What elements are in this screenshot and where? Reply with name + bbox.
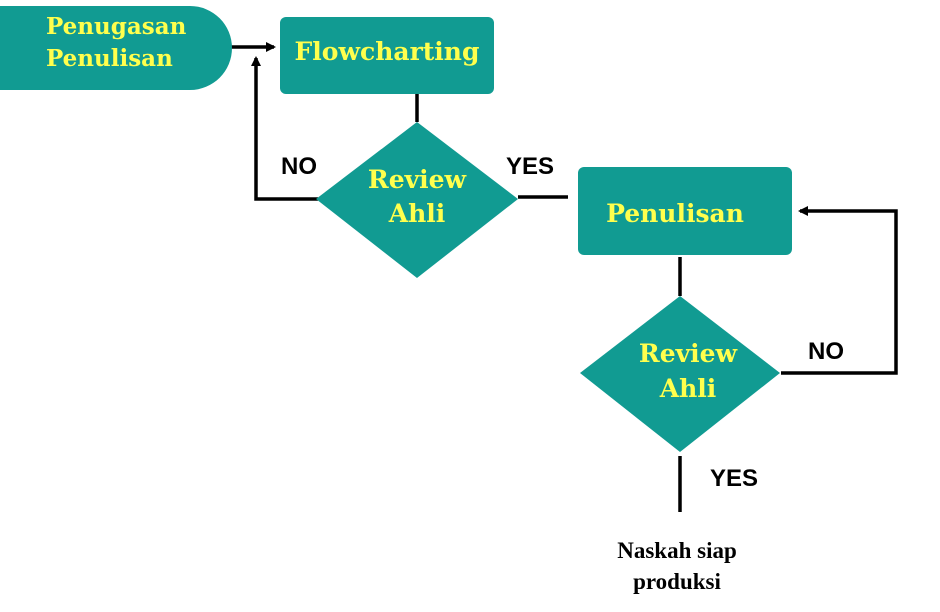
node-penulisan: Penulisan	[578, 167, 792, 255]
start-label-line2: Penulisan	[46, 45, 173, 72]
start-terminal-shape	[0, 6, 232, 90]
edge-review1-no-loop	[251, 56, 318, 201]
penulisan-box	[578, 167, 792, 255]
review1-label-line1: Review	[368, 165, 468, 194]
start-label-line1: Penugasan	[46, 13, 187, 40]
review1-label-line2: Ahli	[388, 199, 446, 228]
review2-no-label: NO	[808, 338, 844, 365]
connector-lines	[230, 42, 898, 512]
review2-label-line1: Review	[639, 339, 739, 368]
review1-no-label: NO	[281, 153, 317, 180]
review2-label-line2: Ahli	[659, 374, 717, 403]
node-review-ahli-1: Review Ahli	[316, 122, 518, 278]
end-label-line2: produksi	[633, 569, 721, 594]
flowcharting-box	[280, 17, 494, 94]
flowcharting-label: Flowcharting	[295, 37, 480, 66]
end-label-line1: Naskah siap	[617, 538, 737, 563]
node-flowcharting: Flowcharting	[280, 17, 494, 94]
review2-yes-label: YES	[710, 465, 758, 492]
penulisan-label: Penulisan	[606, 199, 744, 228]
review2-diamond	[580, 296, 780, 452]
edge-review2-no-loop	[781, 206, 898, 375]
node-end-naskah-siap-produksi: Naskah siap produksi	[617, 538, 737, 594]
node-review-ahli-2: Review Ahli	[580, 296, 780, 452]
node-start-penugasan-penulisan: Penugasan Penulisan	[0, 6, 232, 90]
review1-yes-label: YES	[506, 153, 554, 180]
review1-diamond	[316, 122, 518, 278]
